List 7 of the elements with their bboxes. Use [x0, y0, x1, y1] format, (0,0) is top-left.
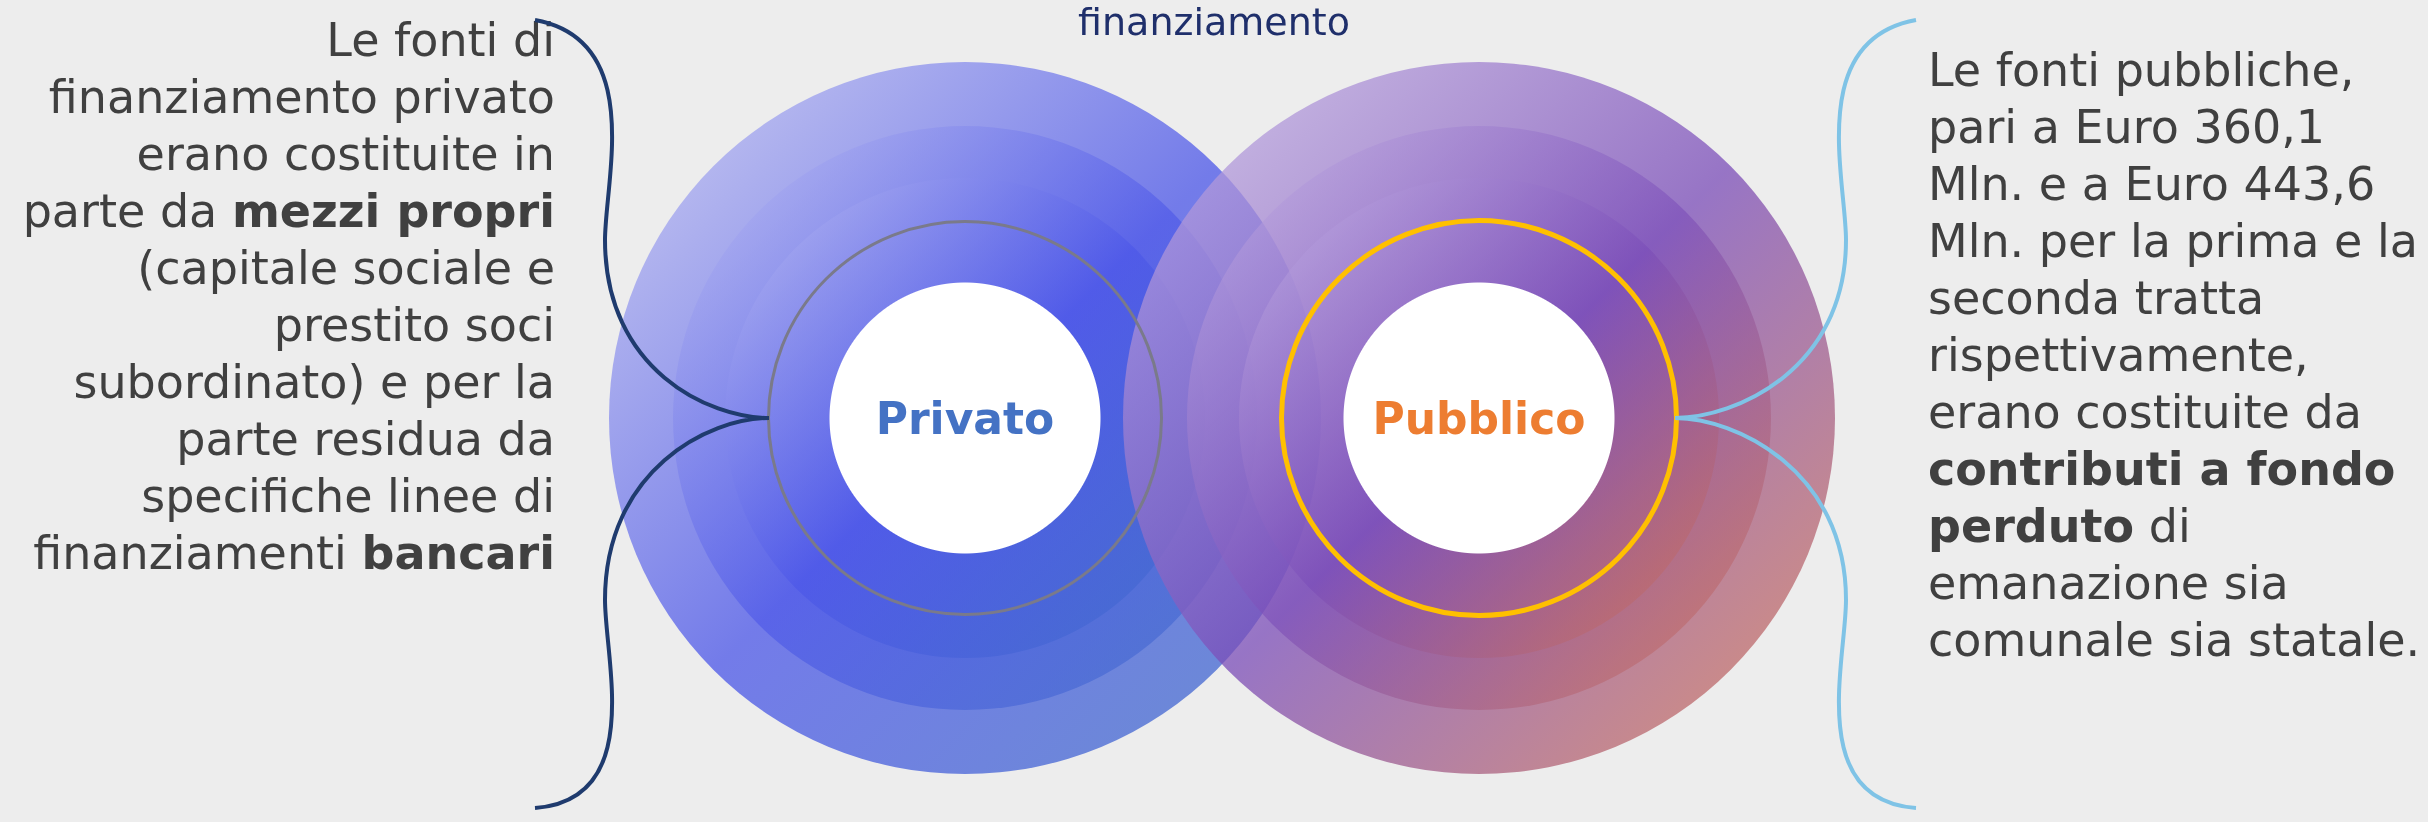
description-paragraph: Le fonti pubbliche, pari a Euro 360,1 Mln. e a Euro 443,6 Mln. per la prima e la seconda tratta rispettivamente, erano costituite da contributi a fondo perduto di emanazione sia comunale sia statale. [1900, 12, 2423, 669]
description-paragraph: Le fonti di finanziamento privato erano costituite in parte da mezzi propri (capitale sociale e prestito soci subordinato) e per la parte residua da specifiche linee di finanziamenti bancari [0, 12, 555, 582]
curly-brace [533, 18, 771, 810]
title: finanziamento [1078, 0, 1350, 44]
circle-label: Privato [875, 392, 1055, 444]
circle-label: Pubblico [1372, 392, 1586, 444]
curly-brace [1673, 18, 1918, 810]
